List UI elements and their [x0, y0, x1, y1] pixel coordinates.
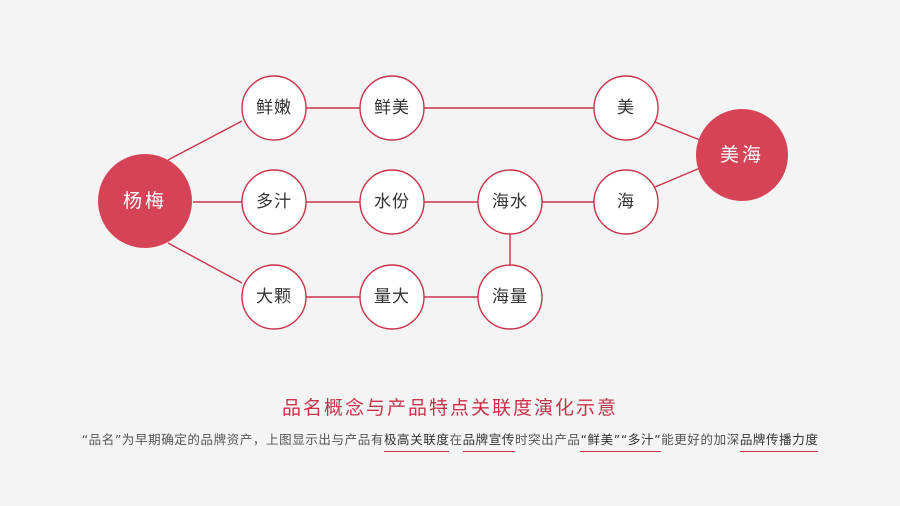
caption-body: “品名”为早期确定的品牌资产，上图显示出与产品有极高关联度在品牌宣传时突出产品“… [0, 429, 900, 452]
node-duozhi-label: 多汁 [256, 192, 292, 212]
node-yangmei: 杨梅 [98, 154, 192, 248]
caption-highlight-promotion: 品牌宣传 [462, 432, 515, 452]
node-xiannen-label: 鲜嫩 [256, 98, 292, 118]
node-mei [593, 75, 659, 141]
node-meihai-label: 美海 [720, 144, 764, 166]
caption-text-1: “品名”为早期确定的品牌资产，上图显示出与产品有 [81, 432, 384, 447]
node-liangda-label: 量大 [374, 287, 410, 307]
node-shuifen [359, 169, 425, 235]
concept-evolution-diagram: 杨梅 美海 鲜嫩 鲜美 美 多汁 水份 海水 海 大颗 量大 海量 [98, 75, 788, 330]
node-xianmei-label: 鲜美 [374, 98, 410, 118]
node-shuifen-label: 水份 [374, 192, 410, 212]
node-dake-label: 大颗 [256, 287, 292, 307]
node-yangmei-label: 杨梅 [123, 190, 167, 212]
node-xianmei [359, 75, 425, 141]
node-hailiang-label: 海量 [492, 287, 528, 307]
caption-title: 品名概念与产品特点关联度演化示意 [281, 397, 618, 419]
node-xiannen [241, 75, 307, 141]
link-yangmei-xiannen [167, 120, 243, 161]
caption-text-3: 时突出产品 [514, 432, 581, 447]
caption-highlight-relevance: 极高关联度 [383, 432, 450, 452]
node-duozhi [241, 169, 307, 235]
caption-text-2: 在 [449, 432, 463, 447]
node-haishui-label: 海水 [492, 192, 528, 212]
node-haishui [477, 169, 543, 235]
caption-highlight-features: “鲜美”“多汁” [580, 432, 662, 452]
node-liangda [359, 264, 425, 330]
caption-highlight-brand: 品牌传播力度 [739, 432, 819, 452]
node-mei-label: 美 [617, 98, 635, 118]
node-meihai: 美海 [696, 109, 788, 201]
link-hai-meihai [654, 167, 701, 188]
caption-text-4: 能更好的加深 [661, 432, 740, 447]
node-hai-label: 海 [617, 192, 635, 212]
node-hailiang [477, 264, 543, 330]
link-mei-meihai [654, 121, 701, 141]
node-dake [241, 264, 307, 330]
link-yangmei-dake [167, 242, 243, 284]
node-hai [593, 169, 659, 235]
